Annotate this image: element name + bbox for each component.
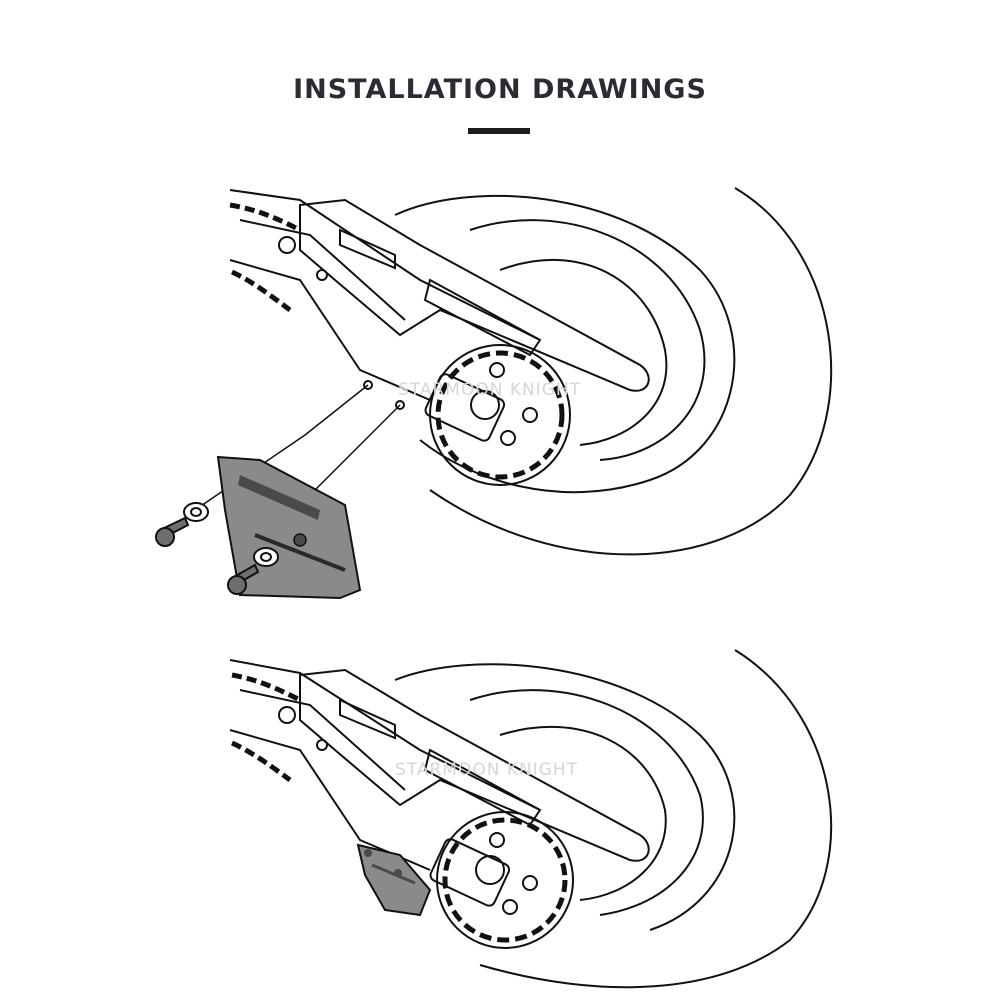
- page-title: INSTALLATION DRAWINGS: [293, 74, 707, 105]
- hub-bolt-2: [522, 407, 538, 423]
- bolt-set-1: [155, 502, 209, 547]
- sprocket-ring: [435, 350, 565, 480]
- tire-inner: [394, 663, 736, 931]
- watermark-text: STARMOON KNIGHT: [398, 380, 581, 400]
- swingarm-lower: [229, 259, 431, 401]
- hub-bolt-3: [502, 899, 518, 915]
- installed-view-diagram: STARMOON KNIGHT: [0, 625, 1000, 1000]
- hub-bolt-1: [489, 832, 505, 848]
- bolt-set-2: [227, 547, 279, 595]
- hub-bolt-1: [489, 362, 505, 378]
- sprocket-ring: [442, 817, 568, 943]
- axle-bolt: [470, 390, 500, 420]
- swingarm-mid: [239, 689, 406, 791]
- rim-outer: [469, 219, 706, 461]
- frame-bolt-1: [278, 706, 296, 724]
- chain-guard: [299, 668, 650, 862]
- tire-outline: [479, 649, 833, 989]
- frame-bolt-2: [316, 269, 328, 281]
- swingarm-upper: [229, 189, 541, 341]
- guard-plate-part: [216, 455, 362, 600]
- tire-outline: [429, 187, 833, 556]
- rim-inner: [499, 726, 667, 901]
- installed-view-icon: STARMOON KNIGHT: [229, 649, 833, 989]
- swingarm-lower: [229, 729, 431, 871]
- frame-bolt-2: [316, 739, 328, 751]
- axle-block: [429, 838, 511, 907]
- chain-guard-slot-2: [423, 278, 542, 357]
- chain-guard-slot-1: [339, 228, 396, 270]
- chain-top: [231, 672, 302, 703]
- chain-guard: [299, 198, 650, 392]
- chain-top: [229, 202, 302, 233]
- frame-bolt-1: [278, 236, 296, 254]
- sprocket: [436, 811, 574, 949]
- chain-guard-slot-1: [339, 698, 396, 740]
- exploded-view-diagram: STARMOON KNIGHT: [0, 160, 1000, 630]
- tire-inner: [394, 194, 736, 494]
- hub-bolt-3: [500, 430, 516, 446]
- mount-hole-1: [363, 380, 373, 390]
- mount-hole-2: [395, 400, 405, 410]
- swingarm-mid: [239, 219, 406, 321]
- axle-block: [424, 373, 506, 442]
- rim-inner: [499, 259, 668, 446]
- chain-lower: [230, 740, 292, 783]
- exploded-view-icon: STARMOON KNIGHT: [155, 187, 833, 600]
- watermark-text: STARMOON KNIGHT: [395, 760, 578, 780]
- installed-guard-plate: [356, 843, 432, 917]
- hub-bolt-2: [522, 875, 538, 891]
- title-underline: [468, 128, 530, 134]
- swingarm-upper: [229, 659, 541, 811]
- rim-outer: [469, 689, 704, 916]
- axle-bolt: [475, 855, 505, 885]
- chain-lower: [230, 269, 292, 313]
